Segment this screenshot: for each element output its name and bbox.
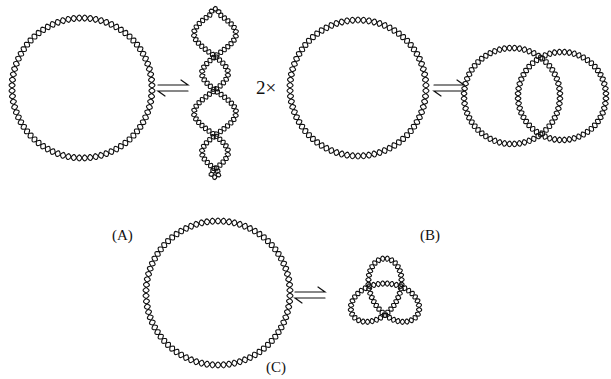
panel-label: (A) <box>112 228 133 243</box>
equilibrium-arrow <box>434 80 464 85</box>
panel-label: (B) <box>420 228 440 243</box>
equilibrium-arrows <box>158 80 464 303</box>
equilibrium-arrow <box>158 91 188 96</box>
panel-label: (C) <box>266 360 286 375</box>
catenane-ring <box>461 45 562 146</box>
dna-circle <box>287 17 429 159</box>
multiplier-label: 2× <box>256 78 276 97</box>
dna-circle <box>143 218 293 368</box>
dna-helices <box>9 6 609 368</box>
equilibrium-arrow <box>434 91 464 96</box>
supercoiled-dna <box>192 6 239 176</box>
equilibrium-arrow <box>295 287 325 292</box>
dna-circle <box>143 218 293 368</box>
dna-circle <box>287 17 429 159</box>
dna-circle <box>9 15 155 161</box>
knotted-dna <box>348 256 421 324</box>
knotted-dna <box>349 256 422 324</box>
equilibrium-arrow <box>295 298 325 303</box>
dna-circle <box>9 15 155 161</box>
supercoiled-dna <box>192 9 239 179</box>
catenane-ring <box>515 49 608 142</box>
catenane-ring <box>515 49 608 142</box>
equilibrium-arrow <box>158 80 188 85</box>
catenane-ring <box>461 45 562 146</box>
